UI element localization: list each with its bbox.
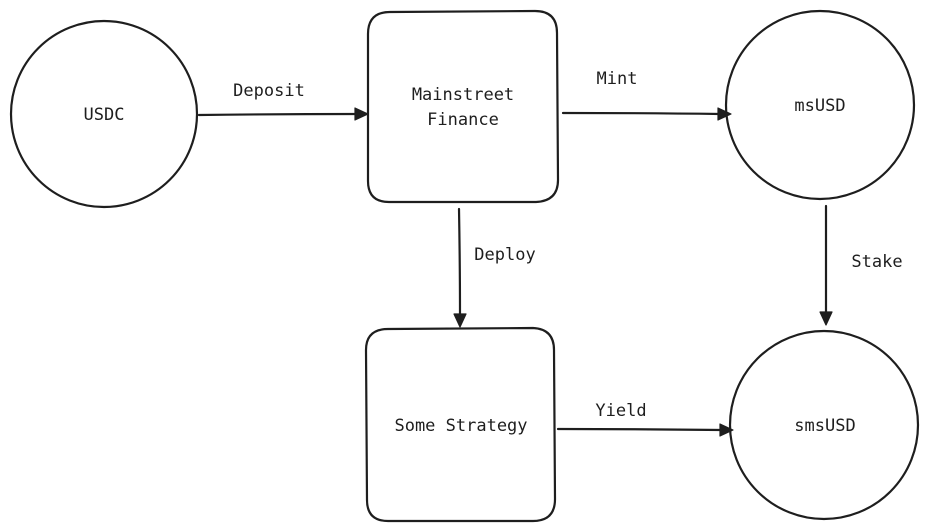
msusd-label: msUSD	[794, 96, 845, 116]
mint-arrow-line	[561, 111, 722, 116]
mainstreet-box	[366, 9, 560, 204]
smsusd-label: smsUSD	[794, 416, 855, 436]
strategy-box	[364, 326, 557, 523]
deploy-arrowhead	[453, 313, 467, 328]
strategy-label: Some Strategy	[394, 416, 527, 436]
edge-yield[interactable]: Yield	[556, 401, 734, 437]
deposit-label: Deposit	[233, 81, 305, 101]
mint-label: Mint	[597, 69, 638, 89]
yield-label: Yield	[595, 401, 646, 421]
usdc-circle	[9, 19, 199, 209]
node-usdc[interactable]: USDC	[9, 19, 199, 209]
edge-mint[interactable]: Mint	[561, 69, 732, 121]
deploy-arrow-line	[457, 207, 462, 318]
deposit-arrow-line	[197, 112, 360, 117]
deposit-arrowhead	[354, 107, 369, 121]
smsusd-circle	[728, 329, 920, 521]
node-msusd[interactable]: msUSD	[724, 9, 916, 201]
mint-arrowhead	[717, 107, 732, 121]
stake-arrowhead	[819, 311, 833, 326]
node-smsusd[interactable]: smsUSD	[728, 329, 920, 521]
edge-deploy[interactable]: Deploy	[453, 207, 536, 328]
node-some-strategy[interactable]: Some Strategy	[364, 326, 557, 523]
deploy-label: Deploy	[474, 245, 535, 265]
node-mainstreet-finance[interactable]: Mainstreet Finance	[366, 9, 560, 204]
usdc-label: USDC	[84, 105, 125, 125]
msusd-circle	[724, 9, 916, 201]
yield-arrowhead	[719, 423, 734, 437]
edge-stake[interactable]: Stake	[819, 204, 903, 326]
mainstreet-label-line1: Mainstreet	[412, 85, 514, 105]
yield-arrow-line	[556, 427, 724, 432]
mainstreet-label-line2: Finance	[427, 110, 499, 130]
edge-deposit[interactable]: Deposit	[197, 81, 369, 121]
stake-label: Stake	[851, 252, 902, 272]
